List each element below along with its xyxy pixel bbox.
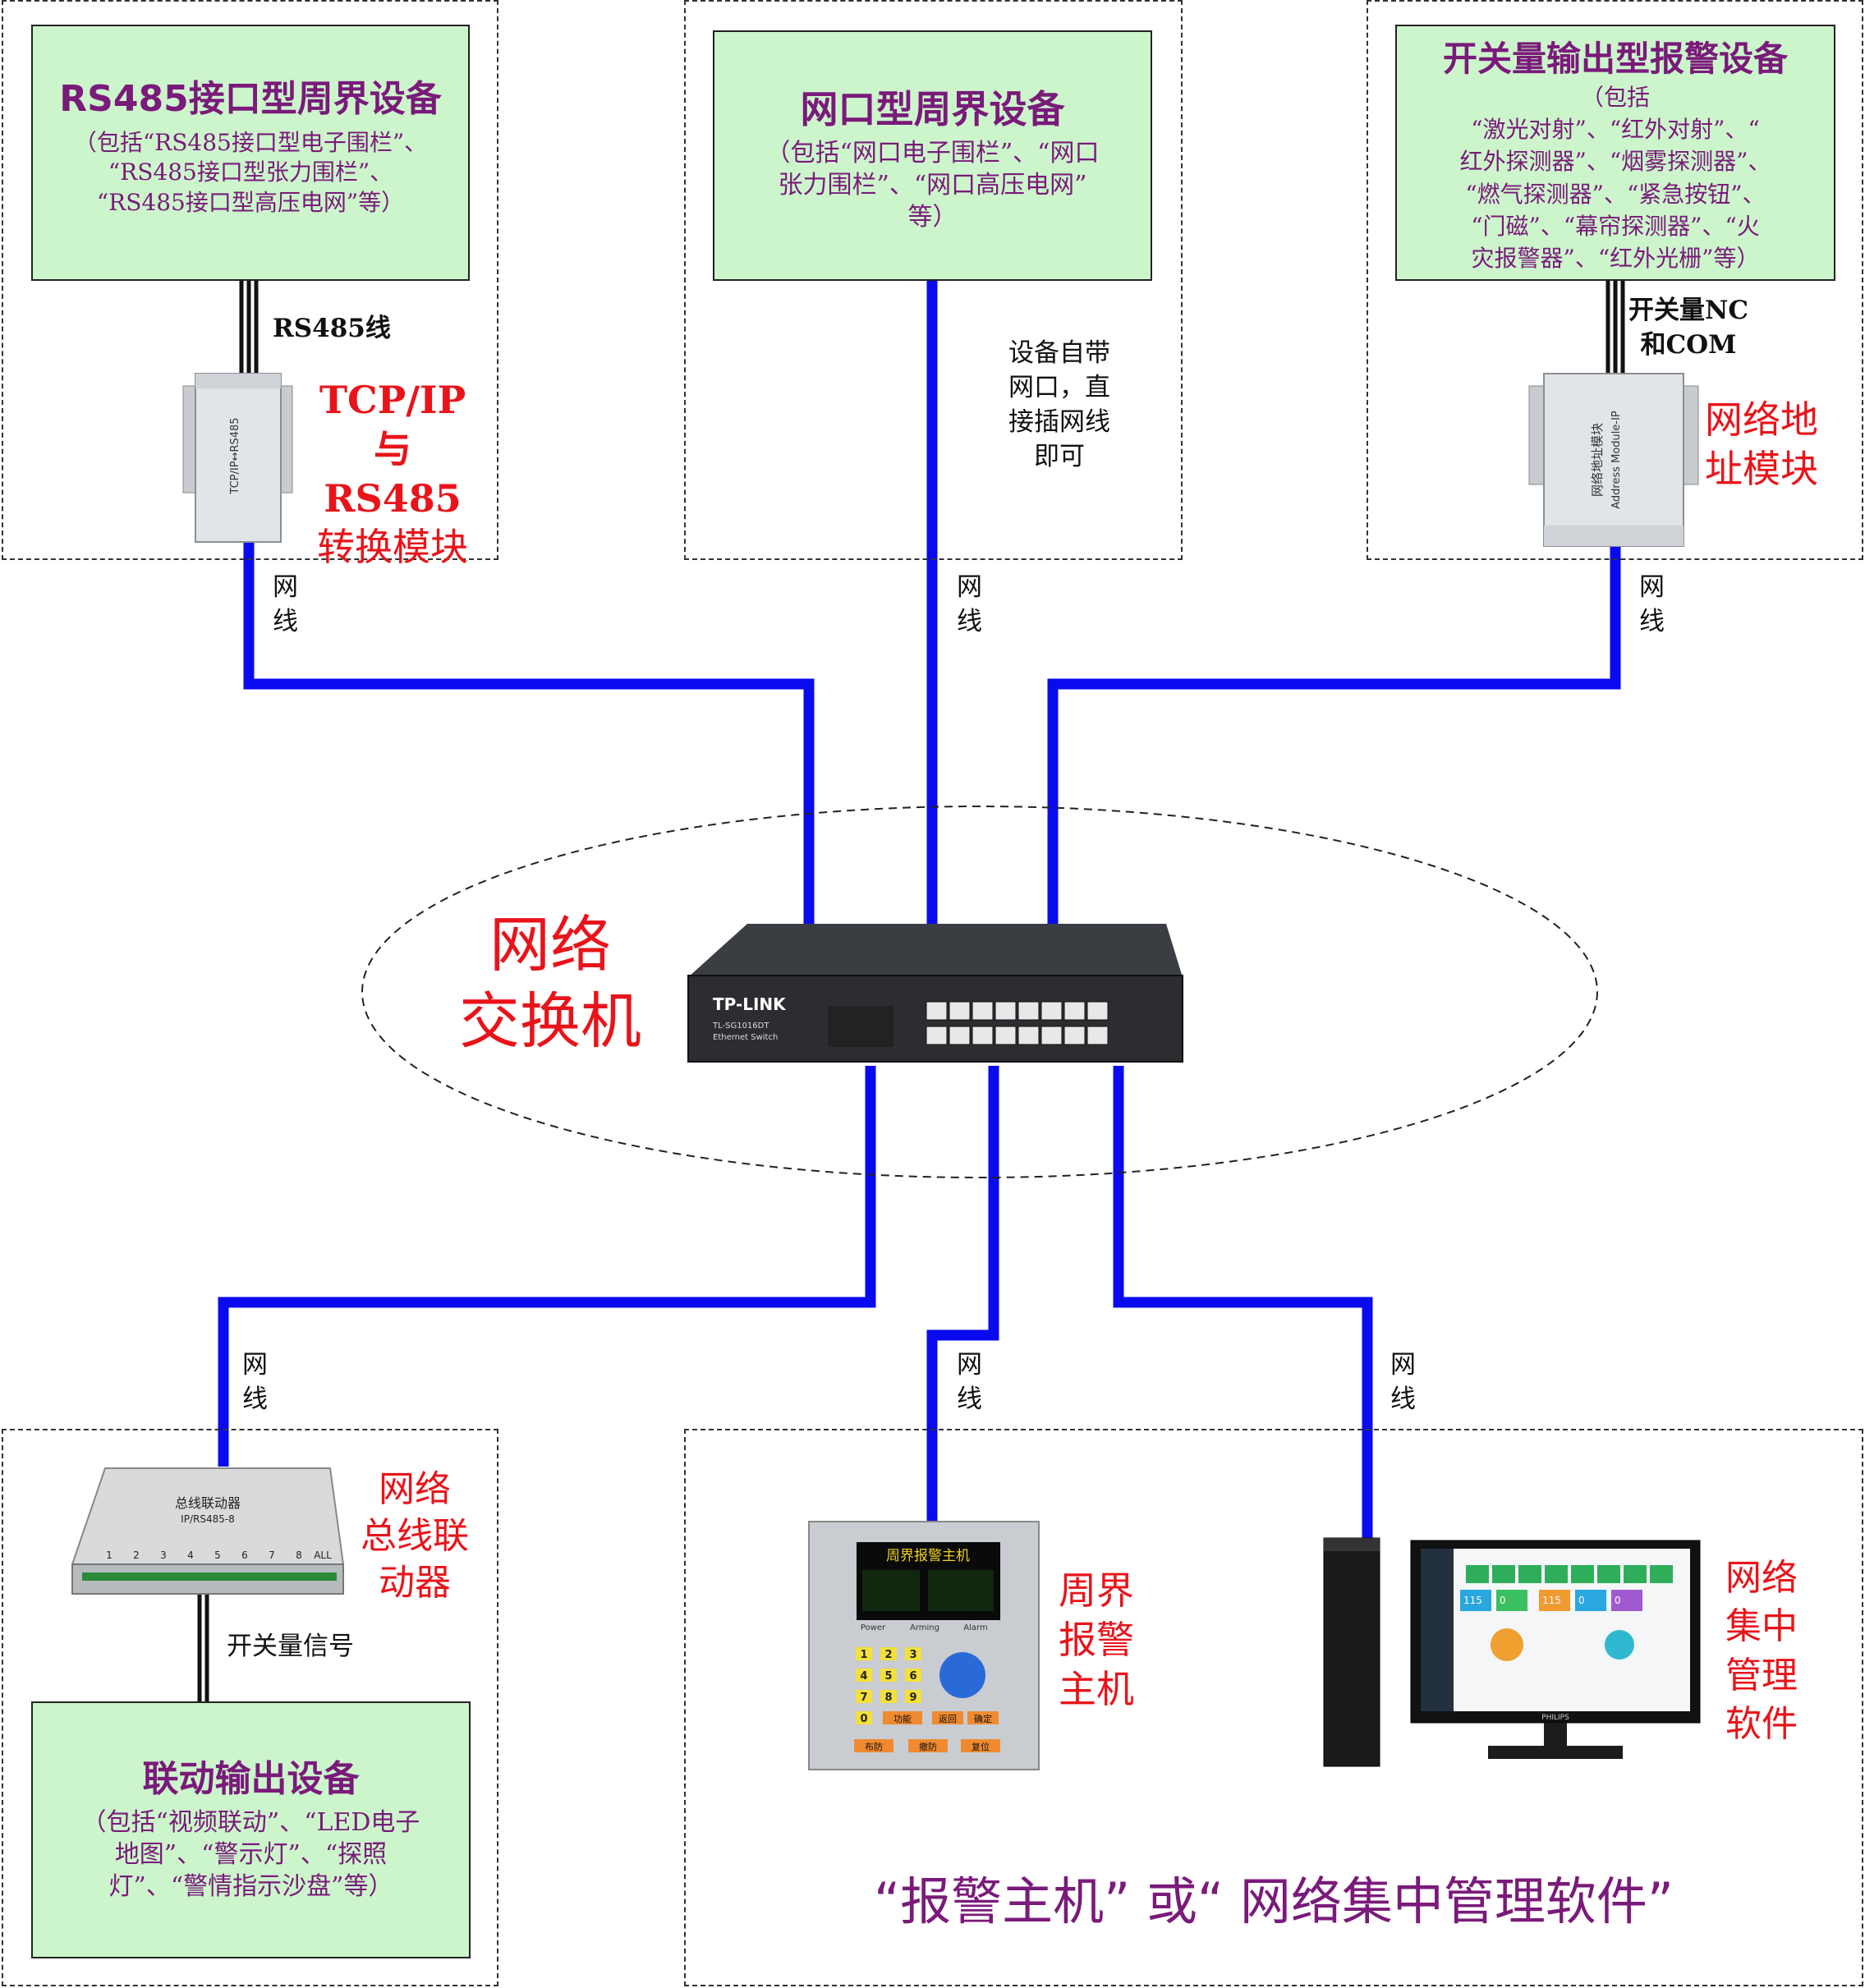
svg-text:6: 6: [909, 1670, 916, 1683]
group-frame-rs485: [2, 0, 498, 560]
svg-text:5: 5: [884, 1670, 892, 1683]
network-switch-label: 网络 交换机: [459, 910, 641, 1057]
svg-text:6: 6: [241, 1550, 248, 1561]
monitor-brand: PHILIPS: [1541, 1714, 1569, 1722]
cable-address-module: [1047, 544, 1621, 924]
management-pc-device: 115 0 115 0 0 PHILIPS: [1323, 1537, 1701, 1767]
svg-text:2: 2: [133, 1550, 140, 1561]
svg-text:Arming: Arming: [910, 1623, 939, 1632]
svg-text:8: 8: [884, 1692, 892, 1704]
svg-text:2: 2: [884, 1649, 892, 1661]
bus-port-labels: 1 2 3 4 5 6 7 8 ALL: [106, 1550, 332, 1561]
svg-text:0: 0: [1615, 1595, 1621, 1606]
alarm-host-device: 周界报警主机 Power Arming Alarm 1 2 3 4 5 6 7 …: [808, 1521, 1040, 1770]
cable-alarm-host: [926, 1066, 999, 1529]
box-linkage-title: 联动输出设备: [142, 1758, 360, 1800]
management-software-label: 网络 集中 管理 软件: [1725, 1557, 1798, 1746]
switch-brand: TP-LINK: [713, 994, 787, 1014]
cable-bus-linkage: [218, 1066, 876, 1467]
svg-text:115: 115: [1542, 1595, 1561, 1606]
svg-text:3: 3: [909, 1649, 916, 1661]
footer-caption: “报警主机” 或“ 网络集中管理软件”: [874, 1871, 1674, 1931]
svg-text:5: 5: [214, 1550, 221, 1561]
converter-face-text: TCP/IP↔RS485: [229, 417, 241, 494]
svg-text:0: 0: [1500, 1595, 1506, 1606]
box-linkage-desc: （包括“视频联动”、“LED电子 地图”、“警示灯”、“探照 灯”、“警情指示沙…: [81, 1808, 420, 1901]
bus-linkage-device: 总线联动器 IP/RS485-8 1 2 3 4 5 6 7 8 ALL: [71, 1467, 345, 1595]
svg-text:3: 3: [160, 1550, 167, 1561]
svg-text:确定: 确定: [974, 1713, 992, 1724]
host-nav-pad: [939, 1652, 985, 1698]
converter-module: TCP/IP↔RS485: [182, 373, 293, 543]
svg-text:布防: 布防: [865, 1741, 883, 1752]
box-linkage-output: 联动输出设备 （包括“视频联动”、“LED电子 地图”、“警示灯”、“探照 灯”…: [31, 1701, 471, 1958]
svg-text:7: 7: [269, 1550, 275, 1561]
signal-wires: [197, 281, 1625, 1701]
bus-model-text: IP/RS485-8: [181, 1513, 235, 1525]
nc-com-label: 开关量NC 和COM: [1628, 296, 1749, 360]
svg-text:返回: 返回: [939, 1714, 957, 1724]
switch-model: TL-SG1016DT: [712, 1022, 769, 1031]
monitor-stat-tiles: 115 0 115 0 0: [1460, 1590, 1642, 1611]
svg-text:7: 7: [860, 1692, 867, 1704]
svg-text:4: 4: [860, 1670, 867, 1683]
group-frame-net: [684, 0, 1183, 560]
switch-ports: [926, 1001, 1109, 1045]
svg-text:9: 9: [909, 1692, 916, 1704]
address-face-en: Address Module-IP: [1610, 411, 1623, 509]
address-module: 网络地址模块 Address Module-IP: [1528, 373, 1699, 547]
svg-text:0: 0: [1578, 1595, 1585, 1606]
box-switch-alarm: 开关量输出型报警设备 （包括 “激光对射”、“红外对射”、“ 红外探测器”、“烟…: [1395, 25, 1835, 281]
bus-linkage-label: 网络 总线联 动器: [361, 1468, 469, 1605]
box-rs485-perimeter: RS485接口型周界设备 （包括“RS485接口型电子围栏”、 “RS485接口…: [31, 25, 470, 281]
svg-text:4: 4: [187, 1550, 194, 1561]
svg-text:1: 1: [860, 1649, 867, 1661]
cable-label-address: 网线: [1639, 572, 1665, 636]
converter-label: TCP/IP与 RS485 转换模块: [317, 378, 468, 570]
host-led-labels: Power Arming Alarm: [861, 1623, 988, 1632]
network-cables: [218, 281, 1621, 1544]
bus-title-text: 总线联动器: [175, 1495, 241, 1511]
svg-text:Alarm: Alarm: [963, 1623, 987, 1632]
device-port-label: 设备自带 网口，直 接插网线 即可: [1008, 338, 1110, 471]
cable-management-pc: [1113, 1066, 1373, 1544]
svg-text:8: 8: [296, 1550, 302, 1561]
cable-label-host: 网线: [957, 1350, 982, 1414]
alarm-host-label: 周界 报警 主机: [1059, 1568, 1134, 1711]
group-frame-switch-alarm: [1367, 0, 1863, 560]
svg-text:撤防: 撤防: [919, 1741, 937, 1752]
box-rs485-desc: （包括“RS485接口型电子围栏”、 “RS485接口型张力围栏”、 “RS48…: [73, 129, 428, 216]
rs485-line-label: RS485线: [273, 314, 391, 343]
network-switch-device: TP-LINK TL-SG1016DT Ethernet Switch: [687, 924, 1183, 1063]
box-switch-title: 开关量输出型报警设备: [1442, 39, 1788, 79]
svg-text:复位: 复位: [972, 1741, 990, 1752]
svg-text:115: 115: [1463, 1595, 1482, 1606]
switch-type: Ethernet Switch: [713, 1033, 778, 1042]
cable-label-net: 网线: [957, 572, 982, 636]
svg-text:ALL: ALL: [314, 1550, 332, 1561]
host-func-keys: 功能 返回 确定 布防 撤防 复位: [854, 1711, 1000, 1752]
cable-rs485-converter: [243, 542, 815, 924]
group-frame-host-software: [684, 1429, 1863, 1986]
address-module-label: 网络地 址模块: [1705, 397, 1818, 491]
cable-label-linkage: 网线: [242, 1350, 268, 1414]
svg-text:1: 1: [106, 1550, 113, 1561]
switch-signal-label: 开关量信号: [227, 1632, 354, 1661]
host-title-text: 周界报警主机: [886, 1548, 970, 1564]
svg-text:Power: Power: [861, 1623, 886, 1632]
address-face-cn: 网络地址模块: [1590, 423, 1605, 497]
box-net-perimeter: 网口型周界设备 （包括“网口电子围栏”、“网口 张力围栏”、“网口高压电网” 等…: [713, 30, 1152, 281]
svg-text:0: 0: [860, 1713, 867, 1725]
box-rs485-title: RS485接口型周界设备: [59, 78, 442, 120]
box-net-title: 网口型周界设备: [800, 87, 1065, 131]
cable-label-rs485: 网线: [273, 572, 298, 636]
switch-zone-ellipse: [361, 806, 1598, 1178]
cable-label-pc: 网线: [1390, 1350, 1416, 1414]
box-net-desc: （包括“网口电子围栏”、“网口 张力围栏”、“网口高压电网” 等）: [765, 139, 1100, 232]
host-keypad: 1 2 3 4 5 6 7 8 9 0: [856, 1647, 921, 1725]
group-frame-linkage: [2, 1429, 498, 1986]
svg-text:功能: 功能: [893, 1713, 912, 1724]
box-switch-desc: （包括 “激光对射”、“红外对射”、“ 红外探测器”、“烟雾探测器”、 “燃气探…: [1459, 84, 1771, 272]
